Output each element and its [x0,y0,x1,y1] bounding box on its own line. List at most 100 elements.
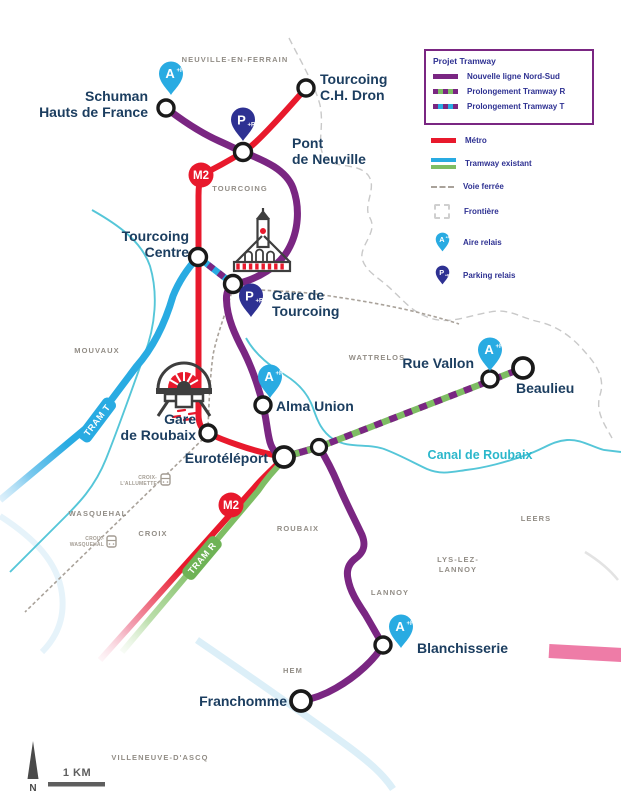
gare-rail-left [156,400,170,417]
aire-relais-pin-icon: A +R [435,232,450,252]
m2-badge-north-label: M2 [193,170,209,182]
legend-project-box: Projet Tramway Nouvelle ligne Nord-Sud P… [424,49,594,125]
label-alma-union: Alma Union [276,398,354,414]
swatch-prolongement-t [433,104,458,109]
station-marker-tourcoing-centre [187,246,209,268]
gare-fan-hub [177,381,191,388]
legend-item-aire-relais: A +R Aire relais [431,232,594,252]
label-pont-2: de Neuville [292,151,366,167]
pin-suffix: +R [177,68,186,74]
pin-letter: P [439,268,444,277]
label-rue-vallon: Rue Vallon [402,355,474,371]
legend-item-label: Prolongement Tramway T [467,102,565,111]
label-gare-roubaix-1: Gare [164,411,196,427]
label-schuman-1: Schuman [85,88,148,104]
north-arrow-and-scale: N 1 KM [27,741,105,794]
legend-item-frontiere: Frontière [431,204,594,219]
pin-suffix: +R [496,344,505,350]
pin-suffix: +R [445,273,450,277]
gare-arch [156,361,212,390]
gare-door [174,392,194,409]
pin-letter: A [484,342,494,357]
canal-branch-southwest [9,209,156,573]
legend-item-label: Aire relais [463,237,502,247]
legend-item-label: Nouvelle ligne Nord-Sud [467,72,560,81]
gare-track-ties [171,408,198,422]
railway-east [237,286,460,325]
legend-item-parking-relais: P +R Parking relais [431,265,594,285]
aire-relais-pin-rue-vallon: A +R [478,337,505,371]
region-hem: HEM [283,666,303,675]
legend-item-label: Métro [465,136,487,145]
station-marker-euroteleport [272,445,296,469]
region-labels: NEUVILLE-EN-FERRAIN TOURCOING MOUVAUX WA… [69,55,552,762]
legend-item-metro: Métro [431,136,594,145]
pink-line-fragment [548,644,621,662]
scale-bar [48,782,105,787]
tram-t-existing-line [0,254,201,503]
north-label: N [29,783,36,794]
pin-letter: A [395,619,405,634]
label-croix-allumette-2: L'ALLUMETTE [120,481,157,487]
legend-item-label: Voie ferrée [463,182,504,191]
pin-letter: P [237,113,246,128]
swatch-voie-ferree [431,185,454,188]
legend-item-nouvelle-ligne: Nouvelle ligne Nord-Sud [433,72,585,81]
pin-suffix: +R [407,621,416,627]
aire-relais-pin-schuman: A +R [159,61,186,95]
croix-allumette-halt-icon [160,473,171,486]
rail-halt-labels: CROIX- L'ALLUMETTE CROIX- WASQUEHAL [70,475,158,548]
region-tourcoing: TOURCOING [212,184,268,193]
label-euroteleport: Eurotéléport [185,450,269,466]
station-labels: Schuman Hauts de France Tourcoing C.H. D… [39,71,574,709]
label-beaulieu: Beaulieu [516,380,574,396]
m2-badge-north: M2 [188,162,214,188]
station-marker-alma-union [253,395,273,415]
label-croix-wasquehal-1: CROIX- [85,536,104,542]
pin-letter: P [245,289,254,304]
pin-suffix: +R [446,235,450,239]
region-lys-1: LYS-LEZ- [437,555,479,564]
legend-item-prolongement-t: Prolongement Tramway T [433,102,585,111]
church-spire-cap [256,210,270,219]
label-gare-roubaix-2: de Roubaix [121,427,197,443]
swatch-nouvelle-ligne [433,74,458,79]
region-croix: CROIX [138,529,167,538]
swatch-metro [431,138,456,143]
label-schuman-2: Hauts de France [39,104,148,120]
pin-suffix: +R [248,123,257,129]
label-croix-wasquehal-2: WASQUEHAL [70,542,104,548]
legend-item-label: Frontière [464,207,499,216]
station-marker-pont-de-neuville [232,141,254,163]
label-franchomme: Franchomme [199,693,287,709]
station-marker-junction [309,437,329,457]
label-pont-1: Pont [292,135,323,151]
pin-letter: A [264,369,274,384]
m2-badge-south-label: M2 [223,500,239,512]
tram-t-badge: TRAM T [77,397,117,443]
region-villeneuve: VILLENEUVE-D'ASCQ [111,753,208,762]
tram-r-badge: TRAM R [182,536,222,580]
region-mouvaux: MOUVAUX [74,346,119,355]
pin-suffix: +R [276,371,285,377]
region-lys-2: LANNOY [439,565,477,574]
label-ch-dron-1: Tourcoing [320,71,387,87]
church-arches [244,248,275,262]
tourcoing-church-icon [232,208,292,273]
region-leers: LEERS [521,514,552,523]
station-marker-gare-de-tourcoing [222,273,244,295]
station-marker-blanchisserie [373,635,393,655]
region-neuville: NEUVILLE-EN-FERRAIN [182,55,289,64]
pin-letter: A [165,66,175,81]
parking-relais-pin-icon: P +R [435,265,450,285]
canal-de-roubaix-path [245,337,621,474]
legend-item-prolongement-r: Prolongement Tramway R [433,87,585,96]
legend-item-label: Prolongement Tramway R [467,87,566,96]
nouvelle-ligne-nord-sud [162,104,387,705]
region-lannoy: LANNOY [371,588,409,597]
frontiere-border-line [288,37,613,439]
station-marker-franchomme [289,689,313,713]
label-tourcoing-centre-2: Centre [145,244,190,260]
